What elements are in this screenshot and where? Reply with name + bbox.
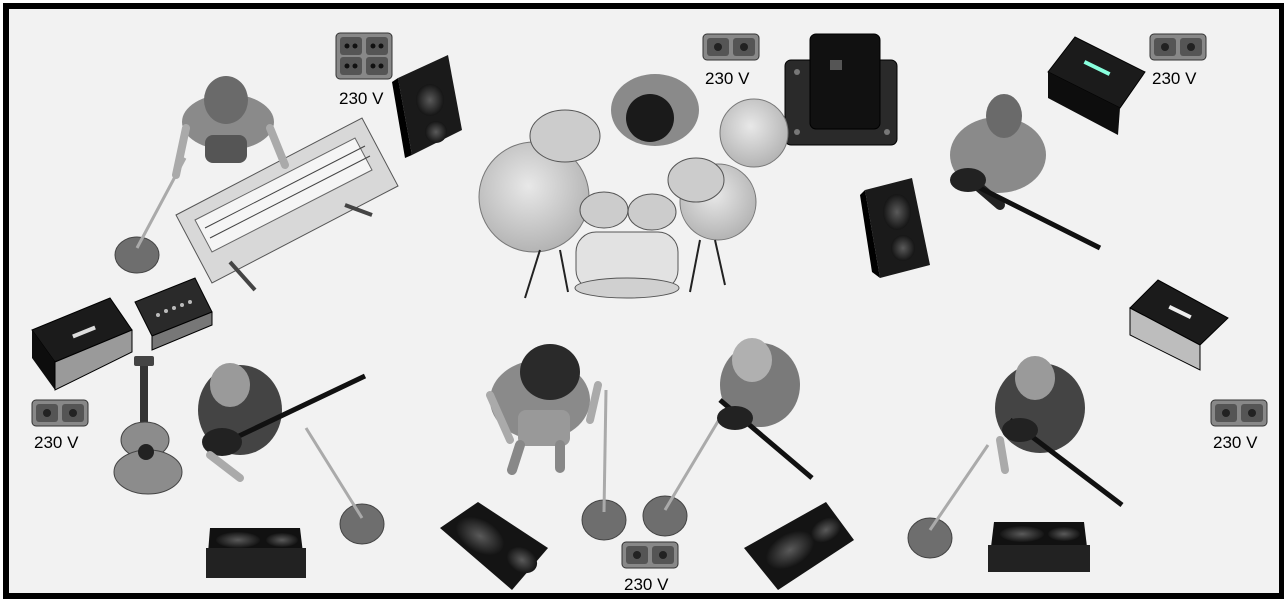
power-outlet-icon [703, 34, 759, 60]
power-label: 230 V [1213, 434, 1257, 452]
power-outlet-icon [32, 400, 88, 426]
monitor-wedge-icon [988, 522, 1090, 572]
power-label: 230 V [34, 434, 78, 452]
power-label: 230 V [624, 576, 668, 594]
power-outlet-icon [1211, 400, 1267, 426]
monitor-wedge-icon [206, 528, 306, 578]
power-outlet-icon [1150, 34, 1206, 60]
power-label: 230 V [339, 90, 383, 108]
drummer-icon [611, 74, 699, 146]
power-label: 230 V [705, 70, 749, 88]
power-label: 230 V [1152, 70, 1196, 88]
power-outlet-icon [622, 542, 678, 568]
quad-power-outlet-icon [336, 33, 392, 79]
